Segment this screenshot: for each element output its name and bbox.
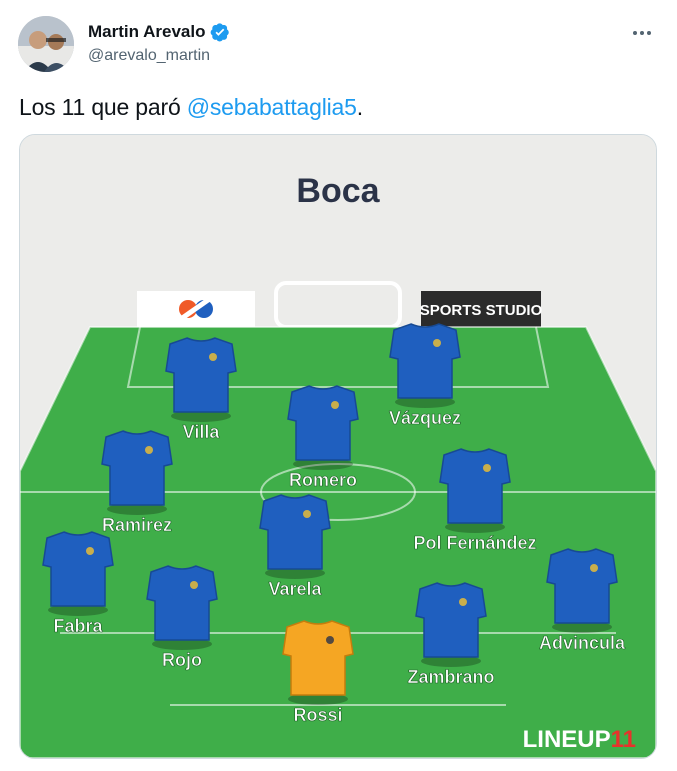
author-avatar[interactable] [18,16,74,72]
sponsor-board-right [421,291,541,327]
tweet-end: . [356,94,363,120]
player-name: Rojo [162,650,202,670]
goalkeeper-shirt-icon [282,620,354,696]
player-name: Varela [268,579,322,599]
player-name: Fabra [53,616,103,636]
player-shirt-icon [165,337,237,413]
crest-icon [209,353,217,361]
player-name: Pol Fernández [413,533,536,553]
team-title: Boca [296,172,380,210]
player-9: Advincula [539,548,626,653]
crest-icon [459,598,467,606]
player-2: Vázquez [389,323,461,428]
author-handle[interactable]: @arevalo_martin [88,47,211,64]
player-1: Villa [165,337,237,442]
player-name: Rossi [293,705,342,725]
player-10: Zambrano [407,582,495,687]
player-shirt-icon [259,494,331,570]
crest-icon [331,401,339,409]
crest-icon [483,464,491,472]
crest-icon [190,581,198,589]
lineup-graphic: Boca SPORTS STUDIO Villa VázquezRomeroRam… [20,135,656,758]
player-4: Ramirez [101,430,173,535]
brand-number: 11 [611,726,636,753]
player-shirt-icon [546,548,618,624]
player-shirt-icon [439,448,511,524]
player-name: Villa [183,422,221,442]
player-shirt-icon [415,582,487,658]
player-shirt-icon [101,430,173,506]
crest-icon [145,446,153,454]
player-name: Advincula [539,633,626,653]
crest-icon [86,547,94,555]
sponsor-label: SPORTS STUDIO [420,302,543,319]
crest-icon [590,564,598,572]
author-name[interactable]: Martin Arevalo [88,22,206,41]
crest-icon [303,510,311,518]
player-name: Vázquez [389,408,461,428]
player-name: Ramirez [102,515,172,535]
player-shirt-icon [146,565,218,641]
brand-logo: LINEUP11 [523,726,636,753]
player-7: Fabra [42,531,114,636]
author-name-row[interactable]: Martin Arevalo [88,22,230,42]
more-options-icon[interactable] [631,26,653,40]
tweet-text: Los 11 que paró @sebabattaglia5. [19,92,363,122]
player-8: Rojo [146,565,218,670]
player-shirt-icon [42,531,114,607]
player-11: Rossi [282,620,354,725]
crest-icon [433,339,441,347]
player-3: Romero [287,385,359,490]
brand-word: LINEUP [523,726,611,753]
mention-link[interactable]: @sebabattaglia5 [186,94,357,120]
player-5: Pol Fernández [413,448,537,553]
player-name: Romero [289,470,357,490]
verified-badge-icon [211,23,230,42]
player-shirt-icon [287,385,359,461]
tweet-body: Los 11 que paró [19,94,187,120]
crest-icon [326,636,334,644]
player-6: Varela [259,494,331,599]
player-shirt-icon [389,323,461,399]
player-name: Zambrano [407,667,494,687]
ss-logo-icon [179,297,213,320]
pitch [20,327,656,758]
